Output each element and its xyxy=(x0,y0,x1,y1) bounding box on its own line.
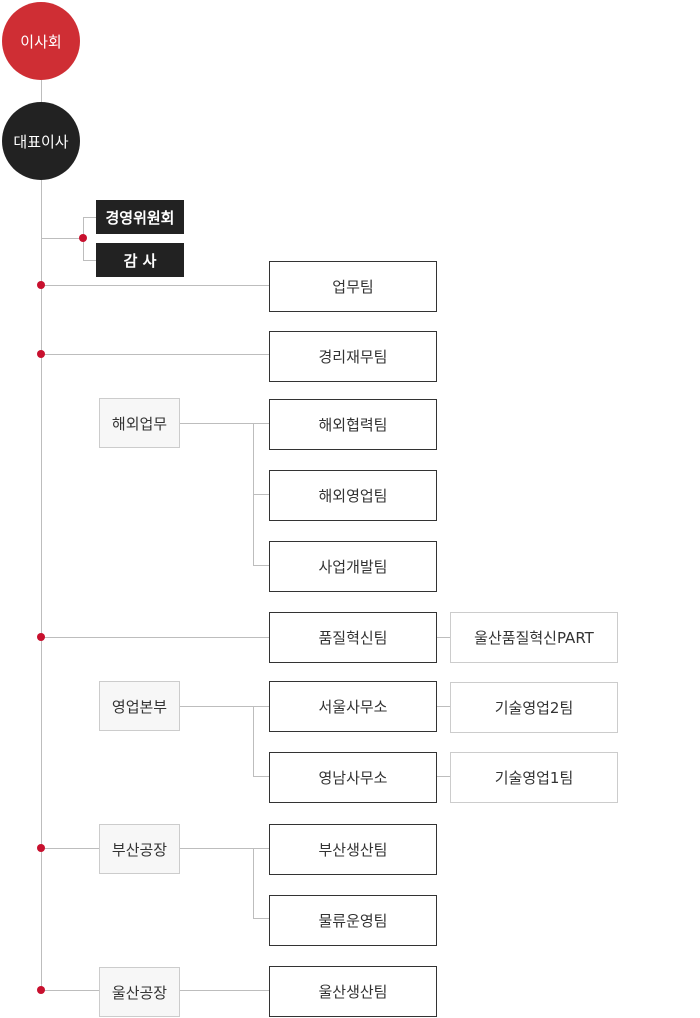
sales-v-line xyxy=(253,706,254,777)
overseas-h-line xyxy=(180,423,270,424)
board-circle: 이사회 xyxy=(2,2,80,80)
team-yeongnam-office: 영남사무소 xyxy=(269,752,437,803)
busan-stub-2 xyxy=(253,918,270,919)
division-overseas: 해외업무 xyxy=(99,398,180,448)
tech-sales-1-line xyxy=(437,776,451,777)
management-committee-box: 경영위원회 xyxy=(96,200,184,234)
division-sales: 영업본부 xyxy=(99,681,180,731)
team-ulsan-production: 울산생산팀 xyxy=(269,966,437,1017)
overseas-stub-3 xyxy=(253,565,270,566)
sub-tech-sales-2: 기술영업2팀 xyxy=(450,682,618,733)
team-finance: 경리재무팀 xyxy=(269,331,437,382)
branch-busan-line xyxy=(41,848,100,849)
quality-part-line xyxy=(437,637,451,638)
ceo-circle: 대표이사 xyxy=(2,102,80,180)
board-label: 이사회 xyxy=(20,32,62,51)
ceo-label: 대표이사 xyxy=(13,132,69,151)
sales-stub-2 xyxy=(253,776,270,777)
branch-business-line xyxy=(41,285,270,286)
trunk-dot-ulsan xyxy=(37,986,45,994)
branch-finance-line xyxy=(41,354,270,355)
sub-tech-sales-1: 기술영업1팀 xyxy=(450,752,618,803)
branch-ulsan-line xyxy=(41,990,100,991)
trunk-dot-business xyxy=(37,281,45,289)
trunk-dot-finance xyxy=(37,350,45,358)
main-trunk-line xyxy=(41,80,42,990)
staff-top-stub xyxy=(83,217,96,218)
trunk-dot-busan xyxy=(37,844,45,852)
overseas-stub-2 xyxy=(253,494,270,495)
division-busan-plant: 부산공장 xyxy=(99,824,180,874)
trunk-dot-quality xyxy=(37,633,45,641)
staff-branch-line xyxy=(41,238,83,239)
team-busan-production: 부산생산팀 xyxy=(269,824,437,875)
team-overseas-sales: 해외영업팀 xyxy=(269,470,437,521)
team-logistics: 물류운영팀 xyxy=(269,895,437,946)
branch-quality-line xyxy=(41,637,270,638)
staff-junction-dot xyxy=(79,234,87,242)
audit-box: 감 사 xyxy=(96,243,184,277)
busan-h-line xyxy=(180,848,270,849)
team-quality: 품질혁신팀 xyxy=(269,612,437,663)
sales-h-line xyxy=(180,706,270,707)
staff-bottom-stub xyxy=(83,260,96,261)
team-biz-dev: 사업개발팀 xyxy=(269,541,437,592)
division-ulsan-plant: 울산공장 xyxy=(99,967,180,1017)
team-business: 업무팀 xyxy=(269,261,437,312)
team-seoul-office: 서울사무소 xyxy=(269,681,437,732)
tech-sales-2-line xyxy=(437,706,451,707)
ulsan-h-line xyxy=(180,990,270,991)
team-overseas-coop: 해외협력팀 xyxy=(269,399,437,450)
busan-v-line xyxy=(253,848,254,919)
sub-ulsan-quality-part: 울산품질혁신PART xyxy=(450,612,618,663)
